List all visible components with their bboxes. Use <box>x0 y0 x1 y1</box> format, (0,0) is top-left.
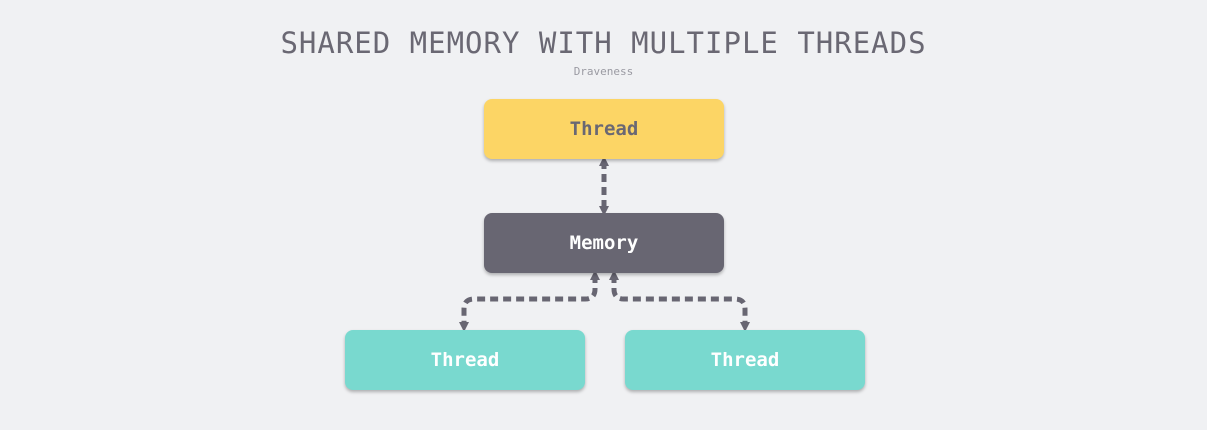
diagram-title: SHARED MEMORY WITH MULTIPLE THREADS <box>280 26 927 60</box>
thread-node-right-label: Thread <box>710 349 780 371</box>
thread-node-top-label: Thread <box>569 118 639 140</box>
thread-node-right: Thread <box>625 330 865 390</box>
thread-node-left-label: Thread <box>430 349 500 371</box>
memory-node: Memory <box>484 213 724 273</box>
connector-memory-left <box>459 270 600 332</box>
connector-memory-right <box>609 270 750 332</box>
thread-node-top: Thread <box>484 99 724 159</box>
memory-node-label: Memory <box>569 232 639 254</box>
thread-node-left: Thread <box>345 330 585 390</box>
diagram-subtitle: Draveness <box>573 65 634 78</box>
